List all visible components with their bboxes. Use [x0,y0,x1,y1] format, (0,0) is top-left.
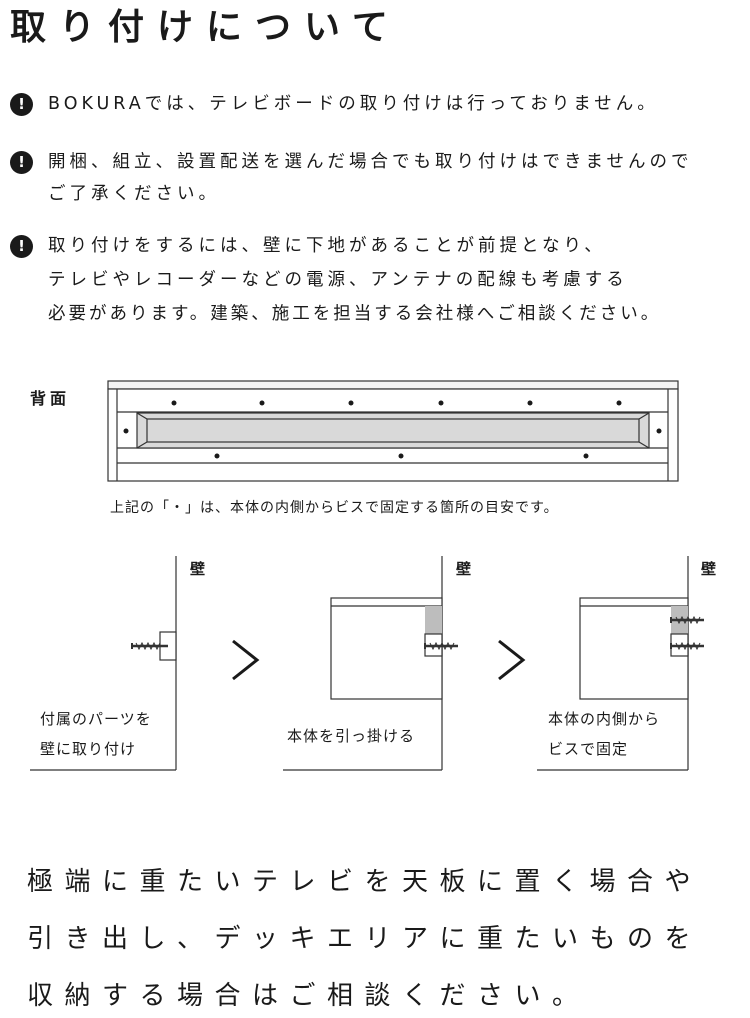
back-view-caption: 上記の「・」は、本体の内側からビスで固定する箇所の目安です。 [110,500,559,516]
screw-point [616,400,622,406]
step-1-diagram [30,556,177,771]
step-1-label-line-1: 付属のパーツを [40,710,152,728]
screw-point [259,400,265,406]
screw-point [398,453,404,459]
note-2-line-1: 開梱、組立、設置配送を選んだ場合でも取り付けはできませんので [48,152,693,172]
back-view-diagram [107,380,679,482]
note-3-line-2: テレビやレコーダーなどの電源、アンテナの配線も考慮する [48,270,628,290]
note-3-line-3: 必要があります。建築、施工を担当する会社様へご相談ください。 [48,304,662,324]
step-3-label-line-1: 本体の内側から [548,710,661,728]
bottom-note-line-3: 収納する場合はご相談ください。 [27,981,590,1011]
wall-label: 壁 [701,560,717,578]
step-3-label-line-2: ビスで固定 [548,740,629,758]
note-3-line-1: 取り付けをするには、壁に下地があることが前提となり、 [48,236,606,256]
step-3-diagram [537,556,704,771]
screw-points [123,400,662,459]
back-view-label: 背面 [30,389,71,408]
note-2-line-2: ご了承ください。 [48,184,220,204]
page-title: 取り付けについて [10,7,401,48]
wall-label: 壁 [456,560,472,578]
exclamation-icon: ! [10,235,33,258]
exclamation-icon: ! [10,151,33,174]
screw-point [583,453,589,459]
exclamation-icon: ! [10,93,33,116]
screw-point [214,453,220,459]
step-2-label: 本体を引っ掛ける [287,727,416,745]
screw-point [438,400,444,406]
screw-point [123,428,129,434]
step-1-label-line-2: 壁に取り付け [40,740,137,758]
arrow-icon [232,639,260,681]
screw-point [171,400,177,406]
bottom-note-line-2: 引き出し、デッキエリアに重たいものを [27,924,703,954]
screw-point [348,400,354,406]
wall-label: 壁 [190,560,206,578]
note-1-line-1: BOKURAでは、テレビボードの取り付けは行っておりません。 [48,94,659,114]
arrow-icon [498,639,526,681]
screw-point [656,428,662,434]
screw-point [527,400,533,406]
bottom-note-line-1: 極端に重たいテレビを天板に置く場合や [27,867,703,897]
step-2-diagram [283,556,458,771]
